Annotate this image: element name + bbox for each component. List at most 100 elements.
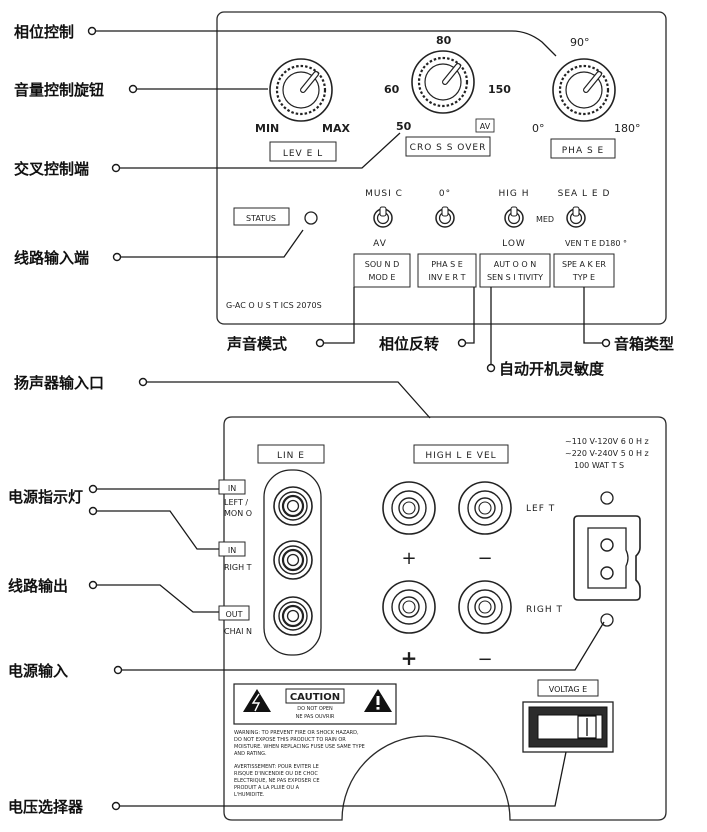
phase-0-label: 0° — [532, 122, 545, 135]
in-right-label: IN — [228, 546, 236, 555]
lightning-warning-icon — [243, 689, 271, 712]
high-level-right-minus-terminal[interactable] — [458, 580, 512, 634]
in-left-box — [218, 479, 246, 495]
phase-90-label: 90° — [570, 36, 590, 49]
warning-text-line-1: WARNING: TO PREVENT FIRE OR SHOCK HAZARD… — [234, 730, 359, 736]
voltage-spec-line-1: ~110 V-120V 6 0 H z — [565, 437, 649, 446]
phase-invert-toggle[interactable] — [435, 206, 455, 228]
line-in-right-jack[interactable] — [272, 539, 314, 581]
auto-on-med-label: MED — [536, 215, 554, 224]
warning-text-line-4: AND RATING. — [234, 751, 267, 757]
caution-label: CAUTION DO NOT OPEN NE PAS OUVRIR — [233, 683, 397, 725]
high-level-right-plus-terminal[interactable] — [382, 580, 436, 634]
caution-title: CAUTION — [290, 692, 340, 703]
speaker-type-label-2: TYP E — [572, 273, 595, 282]
left-plus-sign: + — [401, 548, 416, 569]
level-knob[interactable] — [268, 57, 334, 123]
warning-fr-line-5: L'HUMIDITE. — [234, 792, 265, 798]
chain-label: CHAI N — [224, 627, 252, 636]
sound-mode-toggle[interactable] — [373, 206, 393, 228]
status-led — [304, 211, 318, 225]
warning-fr-line-3: ELECTRIQUE, NE PAS EXPOSER CE — [234, 778, 319, 784]
auto-on-label-1: AUT O O N — [494, 260, 536, 269]
voltage-label: VOLTAG E — [549, 685, 587, 694]
speaker-type-toggle[interactable] — [566, 206, 586, 228]
phase-invert-label-1: PHA S E — [431, 260, 463, 269]
crossover-knob[interactable] — [410, 49, 476, 115]
left-minus-sign: − — [477, 548, 492, 569]
annotation-phase-invert: 相位反转 — [379, 335, 439, 353]
phase-invert-label-2: INV E R T — [429, 273, 466, 282]
speaker-type-sealed-label: SEA L E D — [558, 189, 611, 199]
annotation-crossover-control: 交叉控制端 — [14, 160, 89, 178]
phase-label-box — [550, 138, 616, 159]
auto-on-toggle[interactable] — [504, 206, 524, 228]
status-label-box — [233, 207, 290, 226]
caution-sub-2: NE PAS OUVRIR — [296, 714, 335, 720]
auto-on-low-label: LOW — [502, 239, 526, 249]
line-jack-surround — [263, 469, 322, 656]
crossover-50-label: 50 — [396, 120, 412, 133]
in-left-label: IN — [228, 484, 236, 493]
high-level-label: HIGH L E VEL — [425, 451, 496, 461]
line-label-box — [257, 444, 325, 464]
warning-text-line-2: DO NOT EXPOSE THIS PRODUCT TO RAIN OR — [234, 737, 346, 743]
status-label: STATUS — [246, 214, 276, 223]
annotation-phase-control: 相位控制 — [14, 23, 74, 41]
sound-mode-label-box — [353, 253, 411, 288]
out-box — [218, 605, 250, 621]
crossover-label-box — [405, 136, 491, 157]
crossover-150-label: 150 — [488, 83, 511, 96]
annotation-speaker-type: 音箱类型 — [614, 335, 674, 353]
speaker-type-vented-label: VEN T E D180 ° — [565, 239, 627, 248]
phase-knob[interactable] — [551, 57, 617, 123]
voltage-spec-line-2: ~220 V-240V 5 0 H z — [565, 449, 649, 458]
high-level-left-minus-terminal[interactable] — [458, 481, 512, 535]
power-inlet[interactable] — [573, 491, 641, 627]
right-plus-sign: + — [401, 646, 418, 670]
annotation-auto-on-sensitivity: 自动开机灵敏度 — [499, 360, 605, 378]
level-label-box — [269, 141, 337, 162]
left-mono-label-1: LEFT / — [224, 498, 248, 507]
left-mono-label-2: MON O — [224, 509, 252, 518]
level-max-label: MAX — [322, 122, 350, 135]
warning-text-line-3: MOISTURE. WHEN REPLACING FUSE USE SAME T… — [234, 744, 365, 750]
line-out-chain-jack[interactable] — [272, 595, 314, 637]
warning-fr-line-4: PRODUIT A LA PLUIE OU A — [234, 785, 300, 791]
crossover-80-label: 80 — [436, 34, 452, 47]
auto-on-label-box — [479, 253, 551, 288]
crossover-label: CRO S S OVER — [410, 143, 487, 153]
line-label: LIN E — [277, 451, 305, 461]
sound-mode-label-2: MOD E — [369, 273, 396, 282]
high-level-left-plus-terminal[interactable] — [382, 481, 436, 535]
left-terminal-label: LEF T — [526, 504, 555, 514]
speaker-type-label-1: SPE A K ER — [562, 260, 606, 269]
phase-180-label: 180° — [614, 122, 641, 135]
crossover-av-box — [475, 118, 495, 133]
crossover-av-label: AV — [480, 122, 491, 131]
annotation-voltage-selector: 电压选择器 — [8, 798, 84, 816]
voltage-selector-switch[interactable] — [522, 701, 614, 753]
leader-lines — [87, 26, 611, 811]
phase-invert-label-box — [417, 253, 477, 288]
annotation-sound-mode: 声音模式 — [226, 335, 287, 353]
voltage-label-box — [537, 679, 599, 697]
phase-label: PHA S E — [562, 146, 604, 156]
brand-model-label: G-AC O U S T ICS 2070S — [226, 301, 322, 310]
sound-mode-label-1: SOU N D — [365, 260, 399, 269]
level-min-label: MIN — [255, 122, 279, 135]
right-terminal-label: RIGH T — [526, 605, 563, 615]
line-in-left-jack[interactable] — [272, 485, 314, 527]
right-minus-sign: − — [477, 649, 492, 670]
right-jack-label: RIGH T — [224, 563, 252, 572]
annotation-line-output: 线路输出 — [8, 577, 68, 595]
warning-fr-line-2: RISQUE D'INCENDIE OU DE CHOC — [234, 771, 318, 777]
annotation-line-input: 线路输入端 — [14, 249, 89, 267]
annotation-power-indicator: 电源指示灯 — [8, 488, 83, 506]
annotation-speaker-input: 扬声器输入口 — [14, 374, 104, 392]
sound-mode-av-label: AV — [373, 239, 387, 249]
auto-on-high-label: HIG H — [498, 189, 529, 199]
voltage-spec-line-3: 100 WAT T S — [574, 461, 624, 470]
annotation-volume-knob: 音量控制旋钮 — [14, 81, 104, 99]
